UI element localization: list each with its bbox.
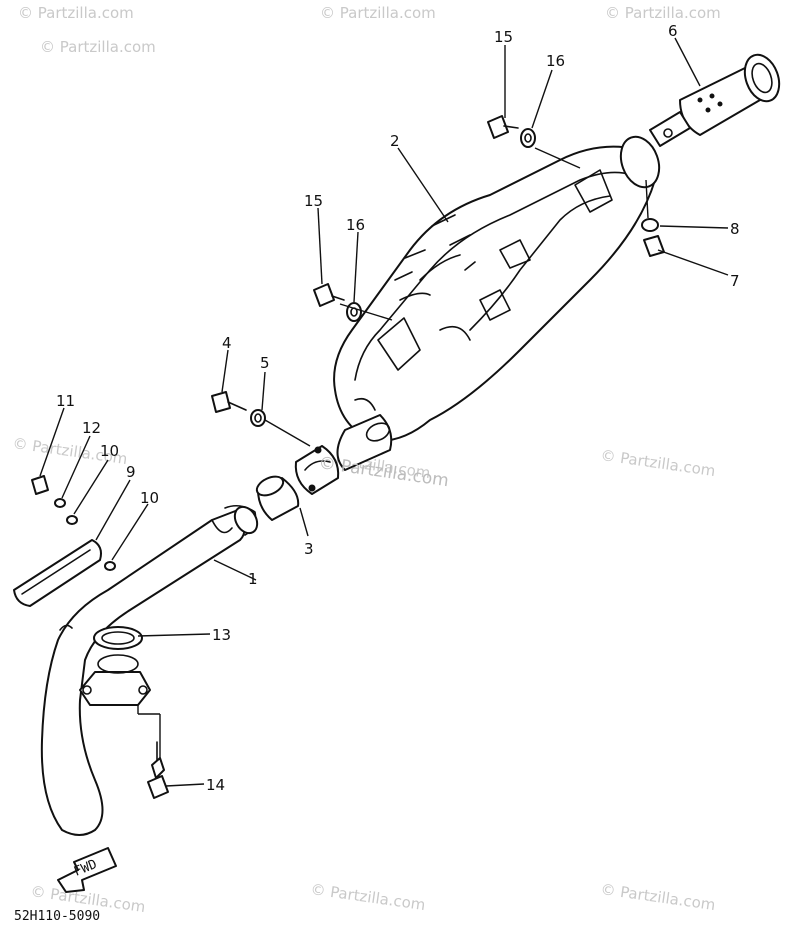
muffler-clamp-part [294,445,340,495]
watermark: © Partzilla.com [309,880,426,914]
callout-15: 15 [304,192,323,210]
watermark: © Partzilla.com [320,4,436,22]
callout-13: 13 [212,626,231,644]
fwd-arrow: FWD [57,847,117,893]
leader-lines [39,37,729,787]
muffler-part [333,135,661,471]
callout-10: 10 [140,489,159,507]
watermark: © Partzilla.com [18,4,134,22]
watermark: © Partzilla.com [599,446,716,480]
upper-bolt-part [487,115,536,148]
callout-3: 3 [304,540,314,558]
callout-2: 2 [390,132,400,150]
watermark: © Partzilla.com [599,880,716,914]
callout-1: 1 [248,570,258,588]
gasket-and-flange-part [79,626,151,706]
callout-14: 14 [206,776,225,794]
callout-15: 15 [494,28,513,46]
bracket-part [13,539,102,607]
diagram-code: 52H110-5090 [14,909,100,924]
exhaust-pipe-part [40,504,259,836]
watermark: © Partzilla.com [40,38,156,56]
callout-10: 10 [100,442,119,460]
callout-6: 6 [668,22,678,40]
callout-16: 16 [346,216,365,234]
spark-arrester-part [649,53,781,147]
callouts: 1 2 3 4 5 6 7 8 9 10 10 11 12 13 14 15 1… [56,22,740,794]
callout-11: 11 [56,392,75,410]
callout-9: 9 [126,463,136,481]
middle-bolt-part [313,283,362,322]
callout-12: 12 [82,419,101,437]
mid-bolt-part [211,391,266,427]
callout-5: 5 [260,354,270,372]
callout-7: 7 [730,272,740,290]
callout-8: 8 [730,220,740,238]
callout-16: 16 [546,52,565,70]
callout-4: 4 [222,334,232,352]
small-hardware-part [31,475,116,571]
watermark: © Partzilla.com [605,4,721,22]
pipe-sleeve-part [255,475,300,521]
flange-bolt-part [147,741,169,799]
